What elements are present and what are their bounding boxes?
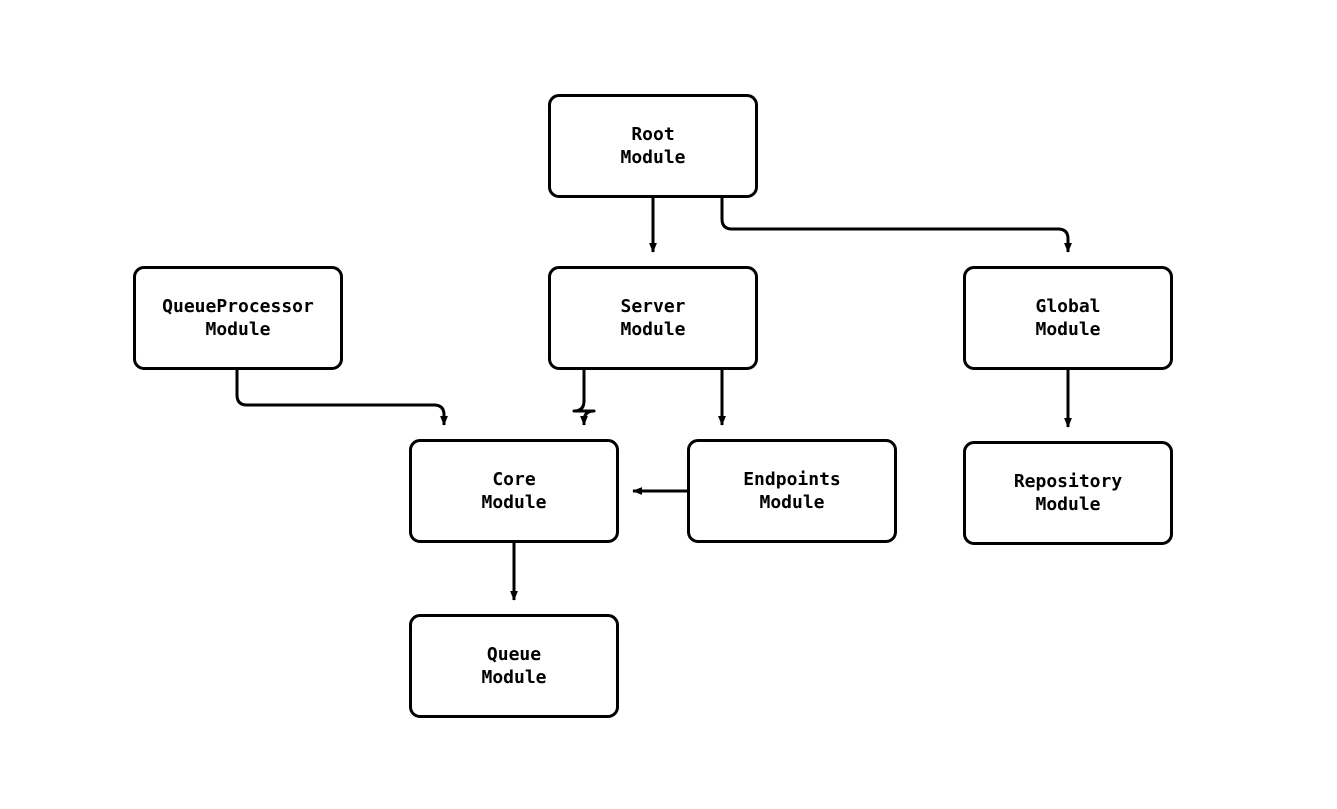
node-repository-module[interactable]: Repository Module bbox=[963, 441, 1173, 545]
node-server-module-line1: Server bbox=[620, 296, 686, 317]
node-global-module[interactable]: Global Module bbox=[963, 266, 1173, 370]
node-core-module-line1: Core bbox=[492, 469, 536, 490]
node-endpoints-module[interactable]: Endpoints Module bbox=[687, 439, 897, 543]
node-repository-module-line1: Repository bbox=[1013, 471, 1123, 492]
node-queueprocessor-module[interactable]: QueueProcessor Module bbox=[133, 266, 343, 370]
node-repository-module-line2: Module bbox=[1035, 494, 1101, 515]
node-core-module-line2: Module bbox=[481, 492, 547, 513]
node-queueprocessor-module-line1: QueueProcessor bbox=[162, 296, 314, 317]
node-core-module[interactable]: Core Module bbox=[409, 439, 619, 543]
node-global-module-line1: Global bbox=[1035, 296, 1101, 317]
node-root-module[interactable]: Root Module bbox=[548, 94, 758, 198]
node-root-module-line2: Module bbox=[620, 147, 686, 168]
node-queue-module[interactable]: Queue Module bbox=[409, 614, 619, 718]
node-root-module-line1: Root bbox=[631, 124, 675, 145]
node-queueprocessor-module-line2: Module bbox=[205, 319, 271, 340]
edge-server-to-core bbox=[572, 370, 596, 426]
edge-root-to-global bbox=[720, 198, 1072, 253]
node-server-module[interactable]: Server Module bbox=[548, 266, 758, 370]
node-queue-module-line1: Queue bbox=[486, 644, 542, 665]
edge-queueprocessor-to-core bbox=[235, 370, 448, 426]
node-endpoints-module-line1: Endpoints bbox=[743, 469, 841, 490]
node-queue-module-line2: Module bbox=[481, 667, 547, 688]
node-endpoints-module-line2: Module bbox=[759, 492, 825, 513]
node-server-module-line2: Module bbox=[620, 319, 686, 340]
node-global-module-line2: Module bbox=[1035, 319, 1101, 340]
